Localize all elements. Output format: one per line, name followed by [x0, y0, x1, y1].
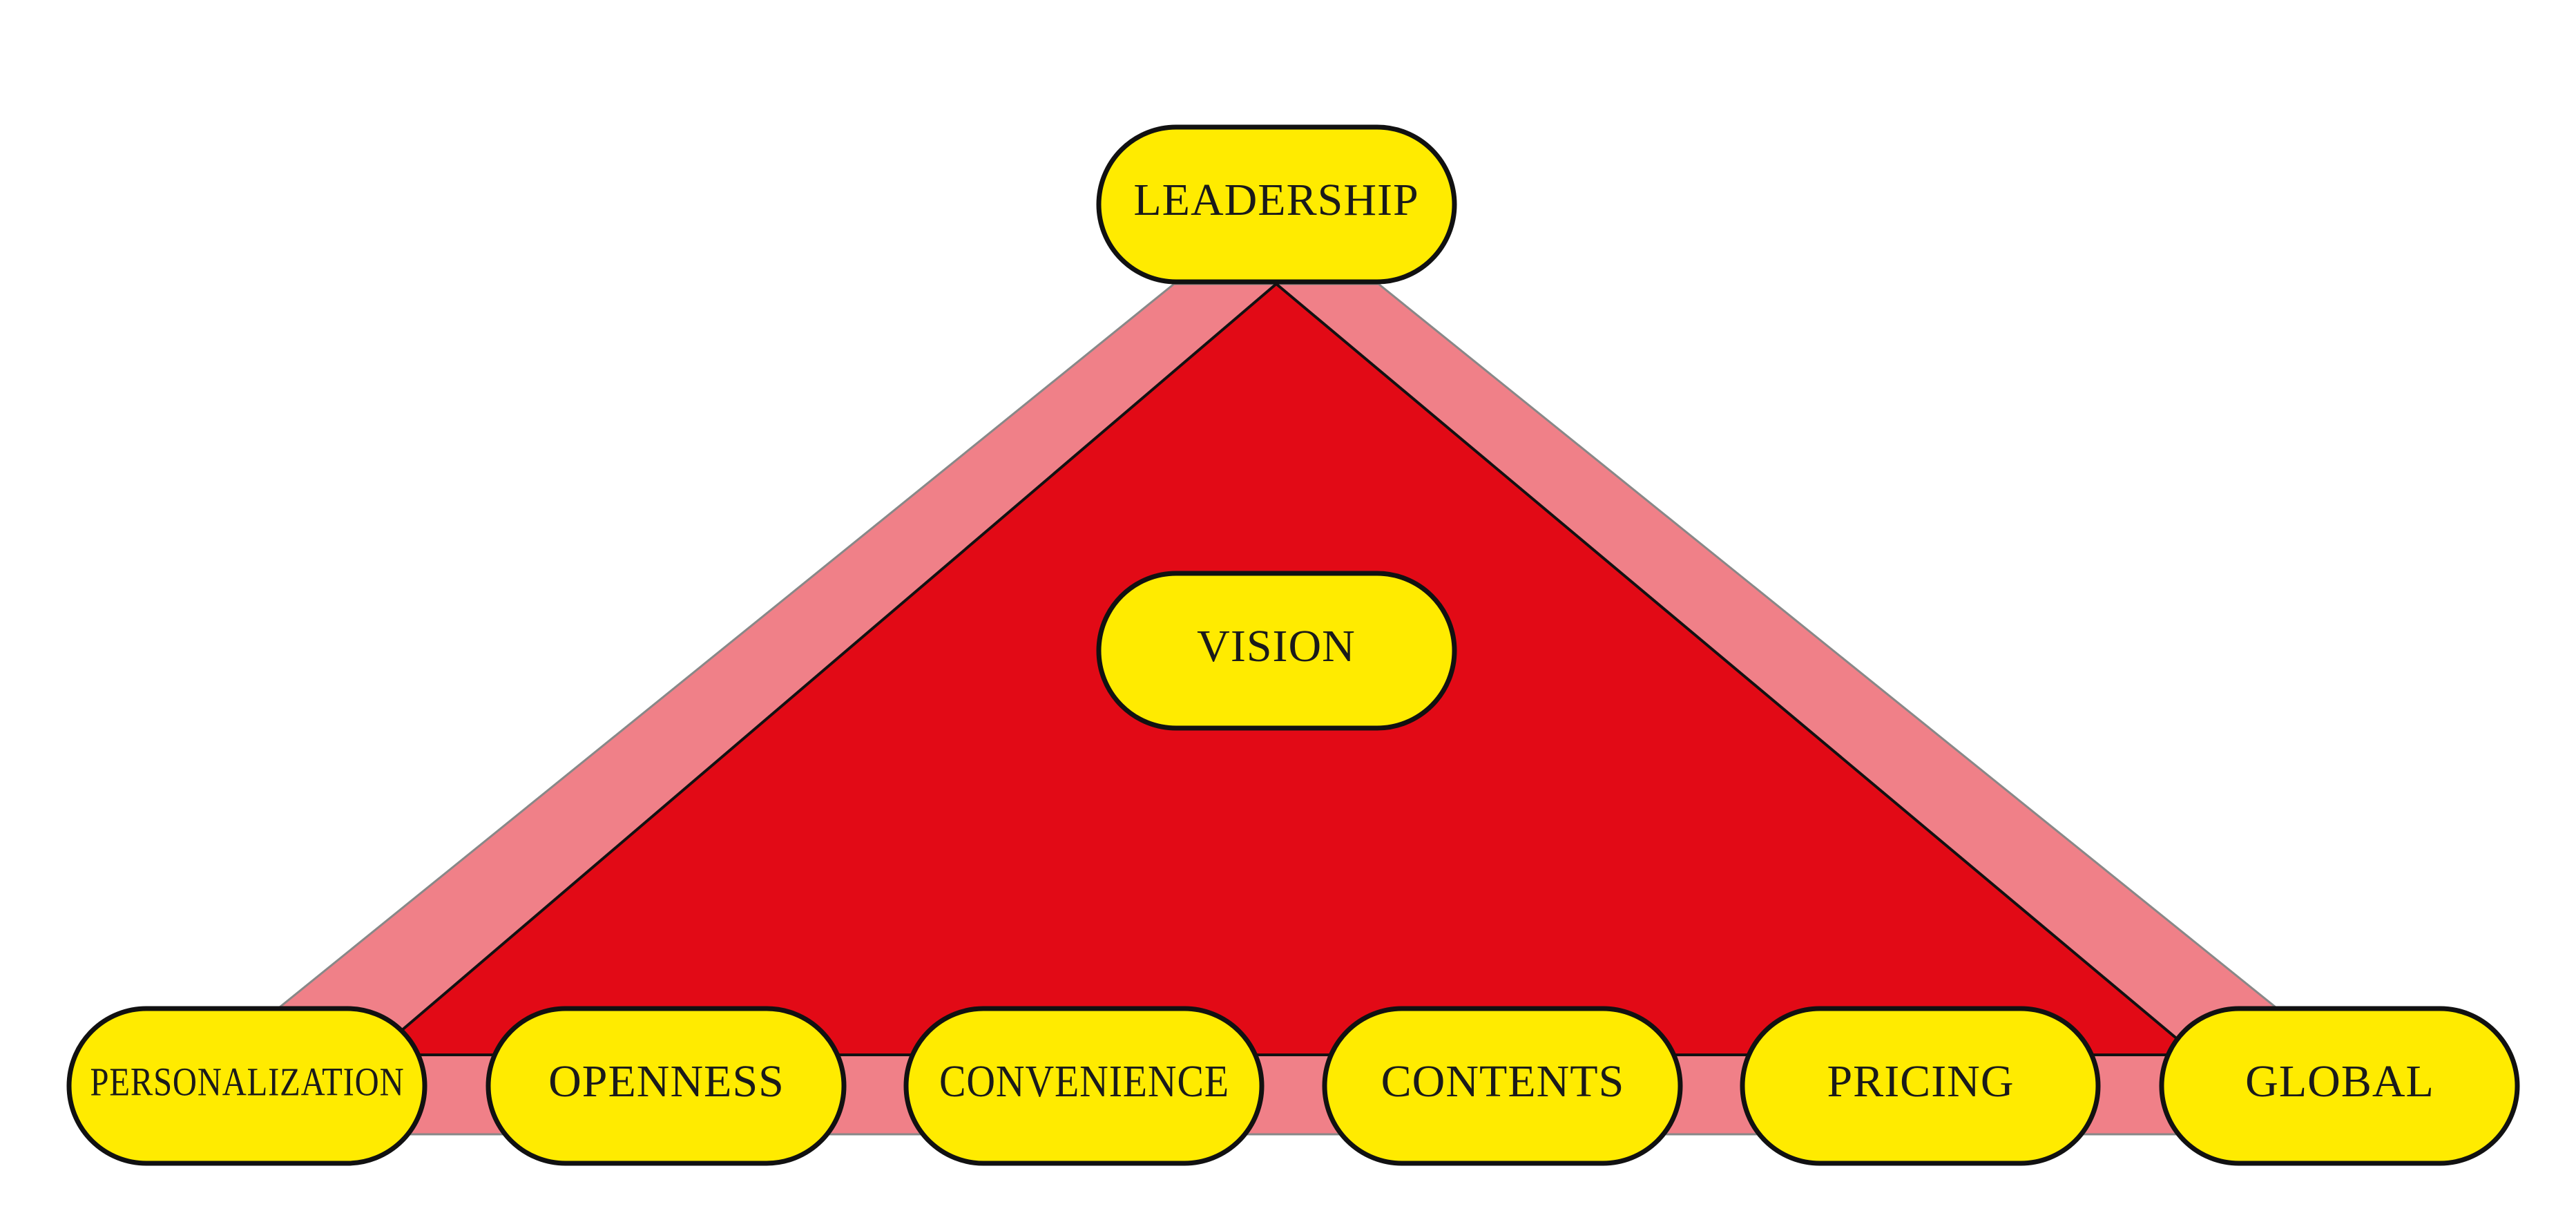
node-leadership: LEADERSHIP [1096, 124, 1457, 285]
node-convenience-shape [903, 1006, 1265, 1166]
node-vision-shape [1096, 571, 1457, 731]
node-pricing: PRICING [1740, 1006, 2101, 1166]
node-leadership-label: LEADERSHIP [1133, 175, 1419, 225]
node-vision-label: VISION [1197, 621, 1356, 671]
node-global-shape [2159, 1006, 2520, 1166]
node-openness-label: OPENNESS [548, 1056, 785, 1107]
node-vision: VISION [1096, 571, 1457, 731]
node-contents: CONTENTS [1322, 1006, 1683, 1166]
node-contents-shape [1322, 1006, 1683, 1166]
node-contents-label: CONTENTS [1381, 1056, 1625, 1107]
node-personalization-label: PERSONALIZATION [90, 1059, 405, 1104]
node-openness: OPENNESS [486, 1006, 847, 1166]
node-pricing-shape [1740, 1006, 2101, 1166]
node-global: GLOBAL [2159, 1006, 2520, 1166]
node-convenience-label: CONVENIENCE [939, 1056, 1229, 1107]
node-convenience: CONVENIENCE [903, 1006, 1265, 1166]
node-pricing-label: PRICING [1827, 1056, 2014, 1107]
node-openness-shape [486, 1006, 847, 1166]
node-global-label: GLOBAL [2245, 1056, 2434, 1107]
node-leadership-shape [1096, 124, 1457, 285]
node-personalization: PERSONALIZATION [66, 1006, 427, 1166]
node-personalization-shape [66, 1006, 427, 1166]
